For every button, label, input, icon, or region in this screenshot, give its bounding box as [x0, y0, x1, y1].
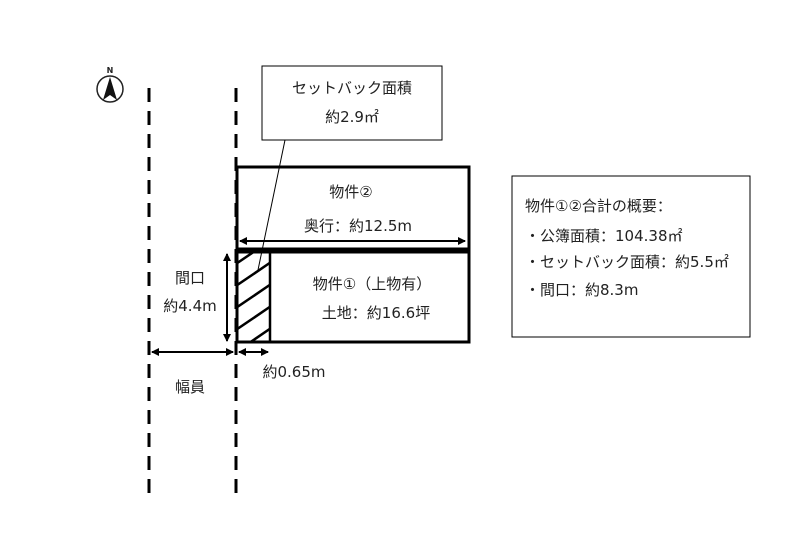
summary-item: ・セットバック面積：約5.5㎡ [525, 253, 729, 271]
summary-item: ・間口：約8.3m [525, 281, 638, 299]
setback-callout-title: セットバック面積 [292, 79, 412, 97]
property1-land: 土地：約16.6坪 [322, 304, 430, 322]
summary-item: ・公簿面積：104.38㎡ [525, 227, 683, 245]
property1-lot [235, 250, 471, 344]
setback-width-value: 約0.65m [262, 363, 325, 381]
setback-callout-value: 約2.9㎡ [325, 108, 379, 126]
summary-box [511, 175, 751, 338]
property2-depth: 奥行：約12.5m [304, 217, 412, 235]
setback-callout-box [261, 65, 443, 141]
summary-title: 物件①②合計の概要： [525, 197, 672, 215]
road-width-label: 幅員 [175, 378, 205, 396]
property2-label: 物件② [329, 183, 372, 201]
frontage-label: 間口 [175, 269, 205, 287]
property1-label: 物件①（上物有） [313, 275, 431, 293]
frontage-value: 約4.4m [163, 297, 216, 315]
north-compass-icon: N [96, 66, 124, 103]
property2-lot [235, 165, 471, 251]
setback-hatch [236, 252, 270, 343]
compass-label: N [107, 66, 114, 75]
